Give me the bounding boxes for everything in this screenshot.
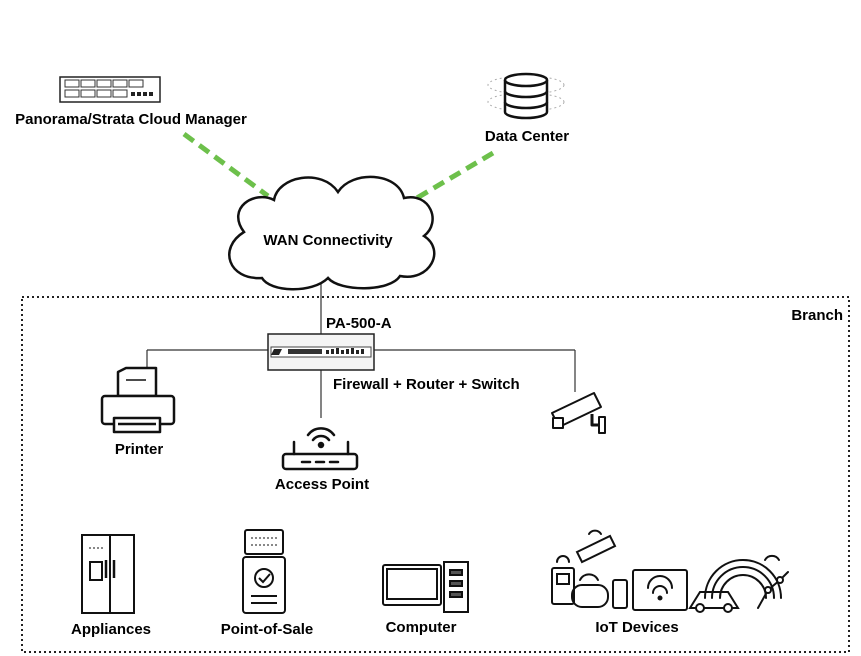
iot-devices-icon [551,529,789,613]
pos-terminal-icon [242,529,286,614]
computer-label: Computer [386,619,457,636]
printer-label: Printer [115,441,164,458]
computer-icon [382,561,469,613]
security-camera-icon [551,392,606,434]
panorama-label: Panorama/Strata Cloud Manager [15,111,247,128]
wan-cloud [228,175,436,291]
appliances-label: Appliances [71,621,151,638]
wan-label: WAN Connectivity [263,232,393,249]
pos-label: Point-of-Sale [221,621,314,638]
access-point-label: Access Point [275,476,369,493]
panorama-appliance-icon [59,76,161,103]
iot-label: IoT Devices [595,619,678,636]
branch-label: Branch [791,307,843,324]
panorama-wan-link [182,131,270,199]
data-center-label: Data Center [485,128,569,145]
firewall-role-label: Firewall + Router + Switch [333,376,520,393]
firewall-name-label: PA-500-A [326,315,392,332]
firewall-device-icon [267,333,375,371]
database-icon [487,72,565,120]
printer-icon [100,366,176,434]
branch-zone [21,296,850,653]
access-point-icon [281,427,359,471]
refrigerator-icon [81,534,135,614]
